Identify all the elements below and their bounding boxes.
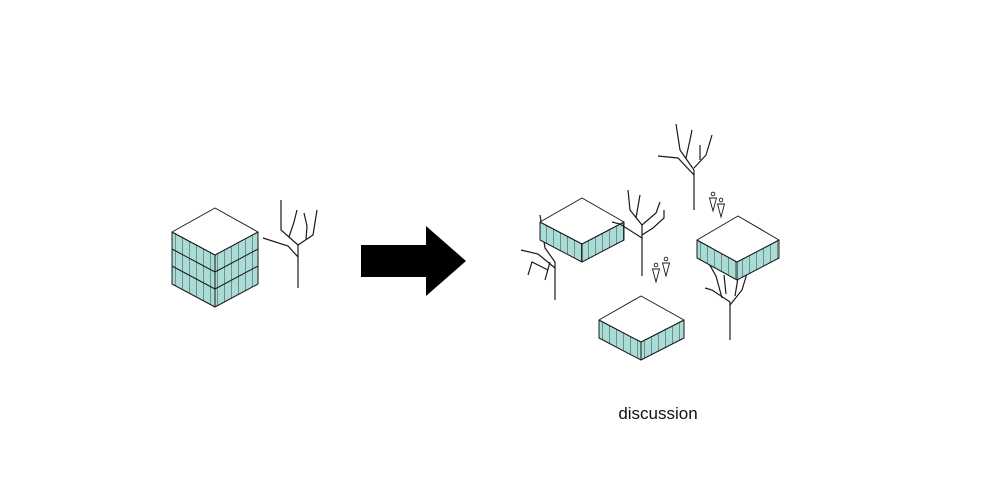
right-arrow-icon [361,226,466,296]
building-slab-b [696,215,780,281]
diagram-caption: discussion [618,404,698,423]
person-icon [651,262,661,284]
tree-icon [611,189,665,276]
tree-icon [704,261,749,340]
person-icon [708,191,718,213]
person-icon [716,197,726,219]
tree-icon [262,200,318,288]
tree-icon [657,123,713,210]
stacked-building-icon [171,207,259,308]
building-slab-a [539,197,625,263]
building-slab-c [598,295,685,361]
person-icon [661,256,671,278]
